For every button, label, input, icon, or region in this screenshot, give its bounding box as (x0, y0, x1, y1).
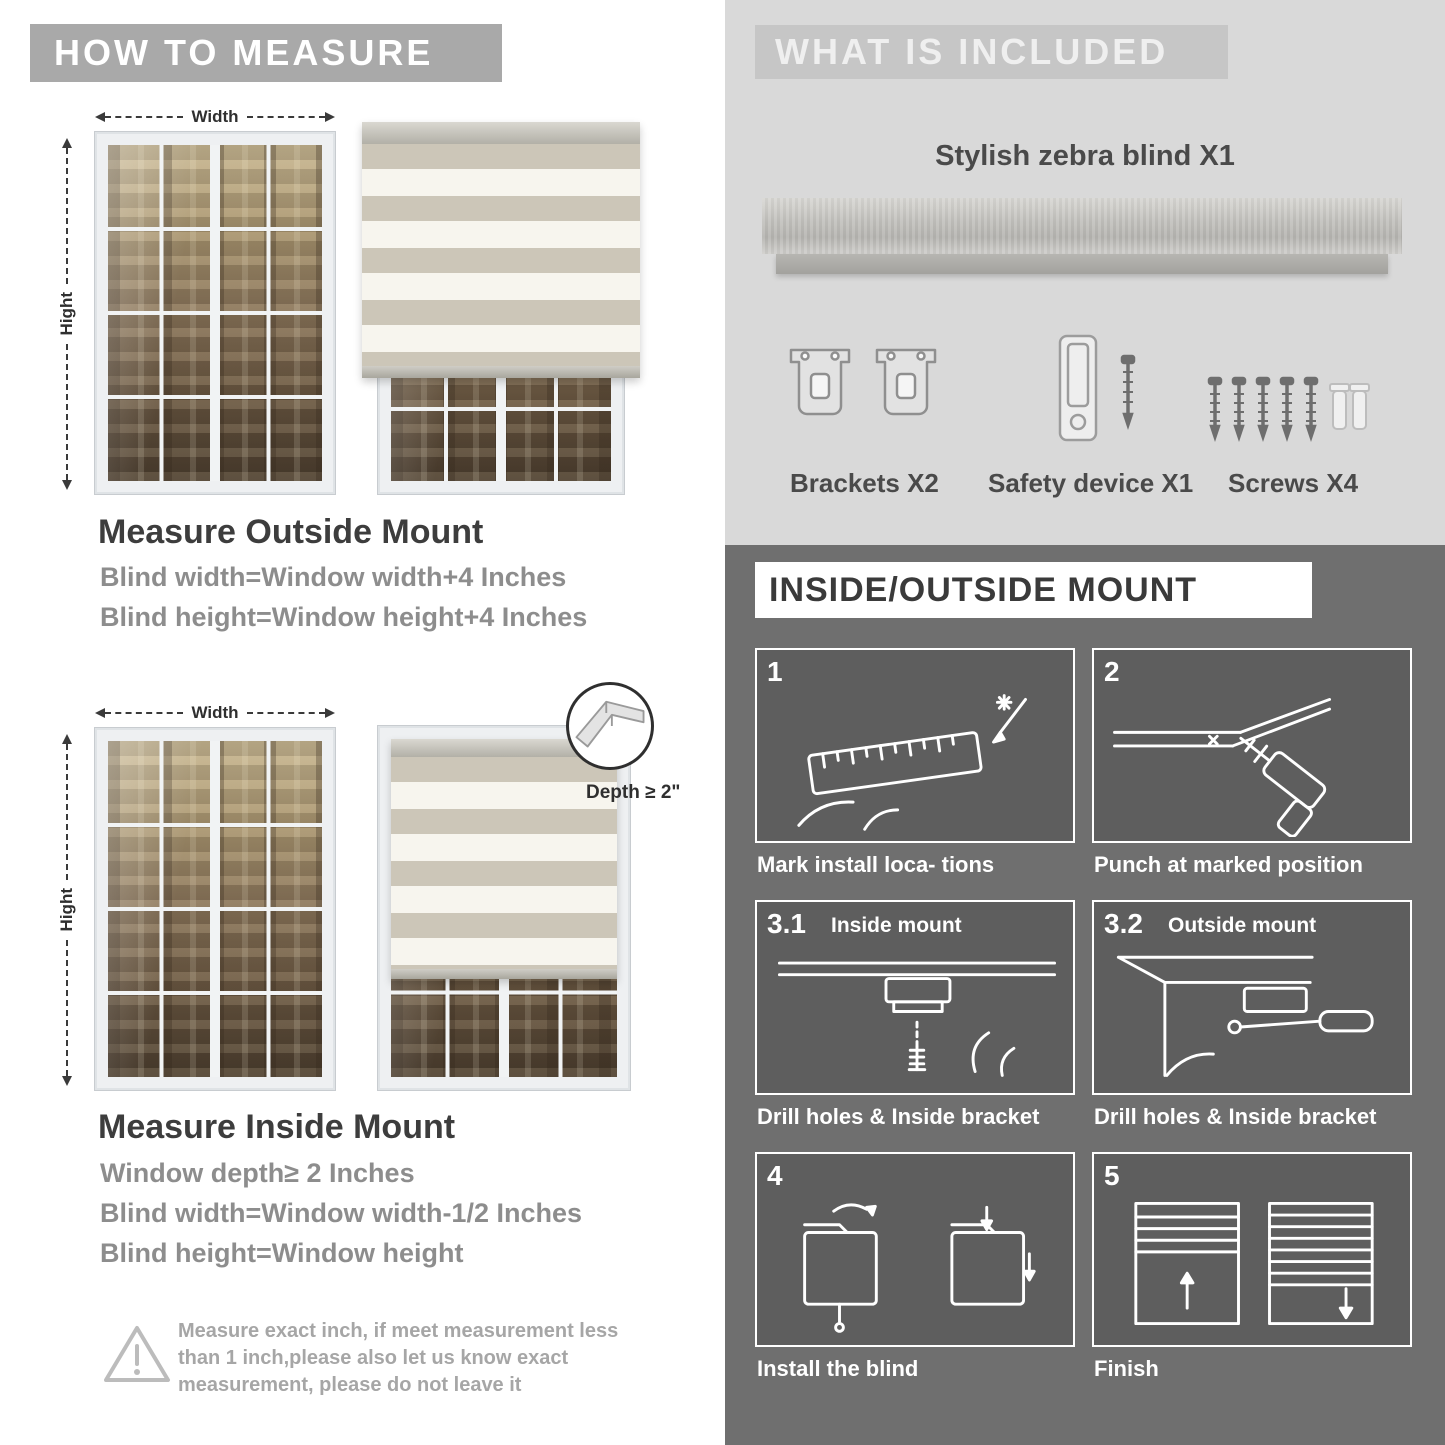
inside-mount-line1: Window depth≥ 2 Inches (100, 1158, 415, 1188)
outside-mount-line2: Blind height=Window height+4 Inches (100, 602, 588, 632)
inside-mount-title: Measure Inside Mount (98, 1108, 456, 1146)
arrow-down-icon (62, 480, 72, 490)
how-to-measure-title: HOW TO MEASURE (54, 32, 434, 73)
step-caption-5: Finish (1094, 1356, 1159, 1381)
blind-inside-illustration (378, 726, 630, 1090)
zebra-blind (362, 122, 640, 378)
brackets-label: Brackets X2 (790, 468, 939, 498)
safety-device-icon (1050, 330, 1160, 455)
window-illustration-inside (95, 728, 335, 1090)
arrow-left-icon (95, 112, 105, 122)
width-arrow: Width (95, 107, 335, 126)
mount-header: INSIDE/OUTSIDE MOUNT (755, 562, 1312, 618)
window-glass (108, 145, 322, 481)
headrail-lip (776, 254, 1388, 274)
step-caption-3-2: Drill holes & Inside bracket (1094, 1104, 1377, 1129)
screws-icon (1205, 372, 1375, 462)
arrow-right-icon (325, 708, 335, 718)
arrow-left-icon (95, 708, 105, 718)
height-arrow: Hight (57, 138, 76, 490)
screws-label: Screws X4 (1228, 468, 1359, 498)
what-is-included-title: WHAT IS INCLUDED (775, 31, 1169, 72)
width-label: Width (191, 107, 239, 126)
step-number: 5 (1104, 1160, 1120, 1191)
depth-label: Depth ≥ 2" (586, 782, 681, 803)
step-caption-1: Mark install loca- tions (757, 852, 995, 877)
arrow-down-icon (62, 1076, 72, 1086)
blind-outside-illustration (362, 122, 640, 494)
mount-title: INSIDE/OUTSIDE MOUNT (769, 570, 1198, 609)
warning-icon (102, 1322, 172, 1391)
step-caption-3-1: Drill holes & Inside bracket (757, 1104, 1040, 1129)
step-number: 3.2 (1104, 908, 1143, 939)
inside-mount-line2: Blind width=Window width-1/2 Inches (100, 1198, 583, 1228)
outside-mount-title: Measure Outside Mount (98, 513, 484, 551)
safety-device-label: Safety device X1 (988, 468, 1194, 498)
drill-icon (1113, 697, 1332, 837)
step-panel-3-1: 3.1 Inside mount (755, 900, 1075, 1095)
step-panel-5: 5 (1092, 1152, 1412, 1347)
step-number: 1 (767, 656, 783, 687)
step-number: 4 (767, 1160, 783, 1191)
height-label: Hight (57, 888, 76, 932)
install-blind-icon (803, 1203, 1036, 1333)
how-to-measure-header: HOW TO MEASURE (30, 24, 502, 82)
step-caption-2: Punch at marked position (1094, 852, 1363, 877)
mark-location-icon (797, 694, 1027, 831)
step-caption-4: Install the blind (757, 1356, 919, 1381)
step-panel-4: 4 (755, 1152, 1075, 1347)
zebra-blind-inset (391, 739, 617, 979)
width-label: Width (191, 703, 239, 722)
measure-note: Measure exact inch, if meet measurement … (178, 1320, 619, 1396)
width-arrow-inside: Width (95, 703, 335, 722)
window-corner-icon (575, 700, 645, 748)
what-is-included-header: WHAT IS INCLUDED (755, 25, 1228, 79)
finish-blinds-icon (1134, 1201, 1374, 1326)
product-label: Stylish zebra blind X1 (935, 140, 1235, 172)
arrow-up-icon (62, 734, 72, 744)
outside-bracket-icon (1116, 955, 1374, 1077)
brackets-icon (785, 340, 945, 445)
step-panel-1: 1 (755, 648, 1075, 843)
depth-detail-circle (566, 682, 654, 770)
step-number: 3.1 (767, 908, 806, 939)
step-panel-3-2: 3.2 Outside mount (1092, 900, 1412, 1095)
step-sublabel: Inside mount (831, 914, 962, 937)
step-sublabel: Outside mount (1168, 914, 1317, 937)
arrow-up-icon (62, 138, 72, 148)
height-arrow-inside: Hight (57, 734, 76, 1086)
window-illustration-outside (95, 132, 335, 494)
outside-mount-line1: Blind width=Window width+4 Inches (100, 562, 567, 592)
inside-bracket-icon (777, 961, 1057, 1077)
headrail-illustration (762, 198, 1402, 254)
inside-mount-line3: Blind height=Window height (100, 1238, 464, 1268)
step-panel-2: 2 (1092, 648, 1412, 843)
step-number: 2 (1104, 656, 1120, 687)
height-label: Hight (57, 292, 76, 336)
arrow-right-icon (325, 112, 335, 122)
